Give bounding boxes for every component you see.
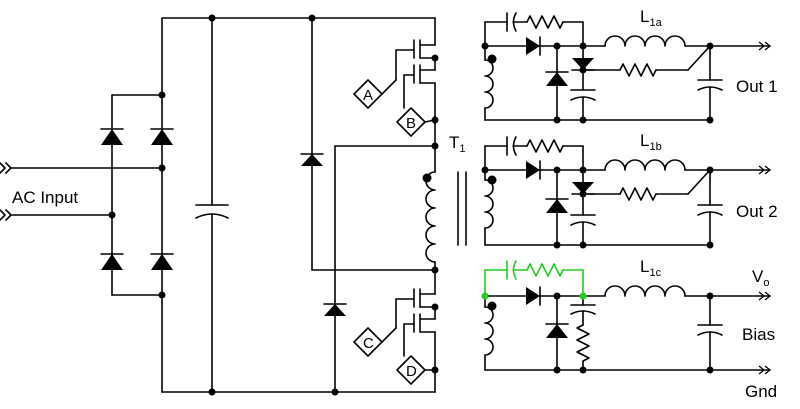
secondary-out1 [481,12,771,124]
secondary-bias [484,285,770,374]
inductor-a-label: L1a [640,7,663,29]
bridge-rectifier [100,17,174,393]
vo-label: Vo [752,267,769,289]
gate-c-label: C [363,335,374,352]
transformer-primary [422,145,467,271]
gate-a-label: A [363,87,373,104]
inductor-b-label: L1b [640,131,662,153]
bias-label: Bias [742,325,775,344]
transformer-label: T1 [449,133,466,155]
secondary-out2 [481,136,771,249]
gate-drive-b [396,107,436,137]
gnd-label: Gnd [745,382,777,401]
gate-drive-c [353,327,397,357]
gate-drive-d [396,355,436,385]
out2-label: Out 2 [736,202,778,221]
clamp-diode-upper [300,17,436,271]
gate-drive-a [353,79,397,109]
ac-input-terminals [0,162,163,221]
gate-d-label: D [406,363,417,380]
out1-label: Out 1 [736,77,778,96]
mosfet-lower [395,266,439,393]
mosfet-upper [395,17,439,150]
ac-input-label: AC Input [12,188,78,207]
bias-snubber-highlight [481,260,587,300]
clamp-diode-lower [323,145,436,393]
gate-b-label: B [406,115,416,132]
inductor-c-label: L1c [640,257,662,279]
dc-bus [161,14,436,396]
